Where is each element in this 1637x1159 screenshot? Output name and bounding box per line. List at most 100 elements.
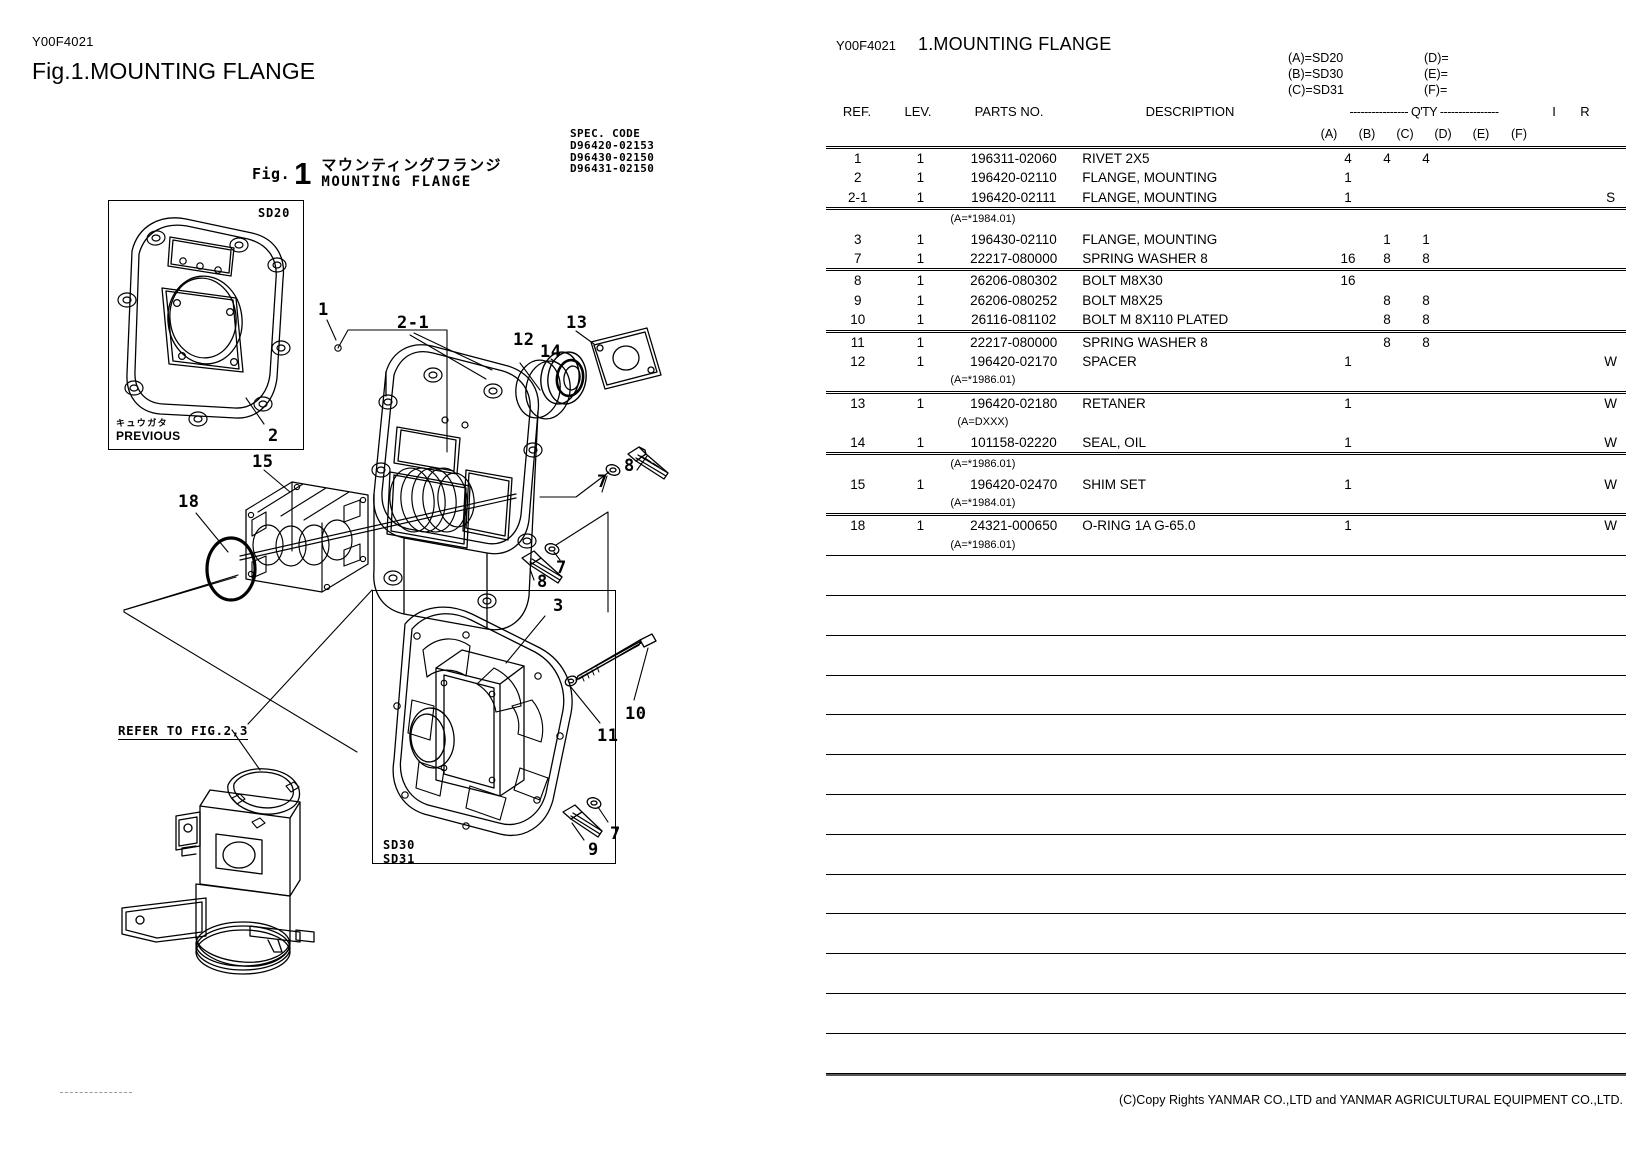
cell-qty-a: 1 [1344,434,1352,450]
header-description: DESCRIPTION [1145,104,1235,119]
cell-qty-d [1445,230,1484,249]
cell-description: SHIM SET [1082,476,1146,492]
cell-ref: 13 [826,390,890,414]
blank-cell [826,576,1626,596]
inset-previous-note: キュウガタ PREVIOUS [116,418,180,442]
callout-2: 2 [268,426,279,446]
cell-qty-c [1406,390,1446,414]
note-filler [1076,452,1626,475]
cell-r [1595,310,1626,331]
cell-lev: 1 [916,292,925,308]
cell-qty-c: 8 [1406,329,1446,353]
table-note-row: (A=*1986.01) [826,371,1626,392]
table-blank-row [826,655,1626,675]
note-pad [826,413,890,432]
note-filler [1076,536,1626,556]
inset-label-sd31: SD31 [383,852,416,866]
blank-cell [826,814,1626,834]
parts-list-title: 1.MOUNTING FLANGE [918,34,1112,54]
cell-qty-f [1523,188,1562,209]
table-blank-row [826,594,1626,616]
cell-qty-f [1523,475,1562,494]
blank-cell [826,674,1626,695]
table-blank-row [826,993,1626,1014]
cell-description: O-RING 1A G-65.0 [1076,513,1329,536]
blank-cell [826,714,1626,735]
cell-qty-a: 1 [1344,170,1352,186]
cell-qty-e [1484,146,1524,169]
table-blank-row [826,634,1626,656]
cell-qty-d [1445,433,1484,454]
cell-i [1562,188,1595,209]
table-blank-row [826,953,1626,974]
cell-i [1562,475,1595,494]
blank-cell [826,873,1626,895]
callout-7-lower: 7 [610,824,621,844]
table-blank-row [826,674,1626,695]
cell-parts-no: 22217-080000 [970,251,1058,267]
cell-description: SPRING WASHER 8 [1082,251,1208,267]
cell-lev: 1 [916,231,925,247]
cell-r: W [1595,513,1626,536]
table-note-row: (A=*1986.01) [826,452,1626,475]
cell-parts-no: 101158-02220 [970,434,1057,450]
cell-qty-a [1329,230,1368,249]
cell-r: S [1606,189,1616,205]
cell-r: W [1604,476,1617,492]
cell-ref: 3 [854,231,862,247]
parts-table-header: REF. LEV. PARTS NO. DESCRIPTION --------… [826,100,1626,146]
note-filler [1076,371,1626,392]
cell-lev: 1 [916,170,925,186]
callout-2-1: 2-1 [397,313,430,333]
refer-to-figure-note: REFER TO FIG.2,3 [118,723,249,740]
cell-qty-e [1484,390,1524,414]
cell-ref: 15 [850,476,866,492]
cell-description: BOLT M8X30 [1076,268,1329,291]
cell-ref: 14 [850,434,866,450]
callout-12: 12 [513,330,535,350]
cell-lev: 1 [889,390,952,414]
cell-ref: 12 [850,354,866,370]
blank-cell [826,555,1626,576]
cell-qty-a: 1 [1328,513,1368,536]
cell-r [1595,329,1626,353]
cell-qty-b [1368,168,1407,187]
cell-qty-f [1523,513,1563,536]
blank-cell [826,934,1626,954]
blank-cell [826,854,1626,874]
inset-label-sd30: SD30 [383,838,416,852]
blank-cell [826,634,1626,656]
cell-qty-f [1523,249,1562,270]
header-parts-no: PARTS NO. [974,104,1044,119]
callout-8-upper: 8 [624,456,635,476]
callout-13: 13 [566,313,588,333]
callout-7-upper: 7 [597,472,608,492]
oil-seal-art [538,350,590,407]
table-blank-row [826,873,1626,895]
figure-label-block: Fig. 1 マウンティングフランジ MOUNTING FLANGE [252,157,502,190]
header-lev: LEV. [904,104,932,119]
cell-description: BOLT M8X25 [1082,292,1163,308]
applicability-note: (A=*1984.01) [889,207,1077,230]
header-qty-c: (C) [1396,127,1414,141]
cell-qty-c: 4 [1406,146,1446,169]
cell-qty-a: 1 [1344,476,1352,492]
cell-description: RIVET 2X5 [1076,146,1329,169]
cell-qty-c [1406,513,1446,536]
cell-qty-c [1406,433,1445,454]
applicability-note: (A=*1986.01) [950,374,1016,387]
table-blank-row [826,576,1626,596]
applicability-note: (A=*1984.01) [950,496,1016,509]
cell-i [1562,513,1596,536]
table-blank-row [826,735,1626,755]
sd20-flange-art [118,218,290,426]
cell-lev: 1 [889,513,952,536]
cell-qty-d [1445,268,1485,291]
